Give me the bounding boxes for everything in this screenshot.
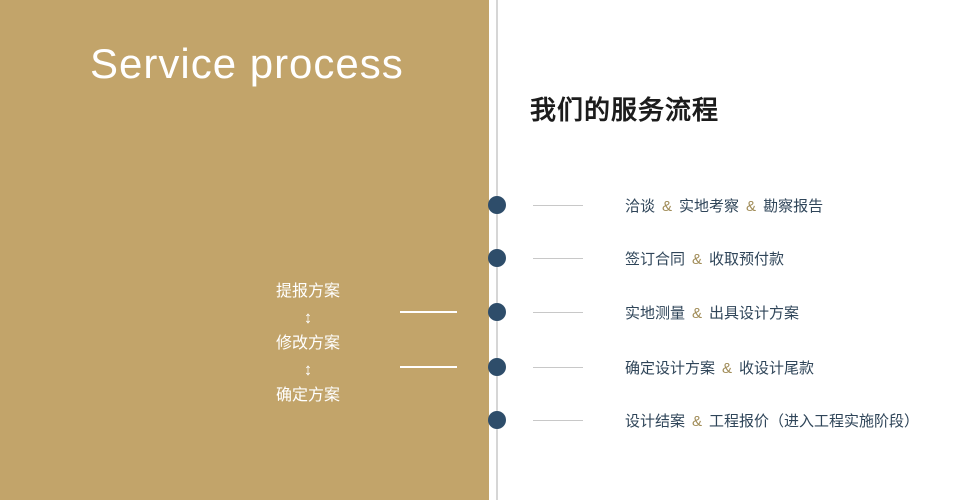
timeline-segment: 实地考察 [679,197,740,215]
timeline-segment: 勘察报告 [763,197,824,215]
timeline-dash [533,311,583,313]
timeline-label: 实地测量&出具设计方案 [625,302,799,323]
section-heading: 我们的服务流程 [530,95,720,125]
ampersand: & [722,359,733,377]
timeline-node [488,411,506,429]
timeline-label: 确定设计方案&收设计尾款 [625,357,814,378]
timeline-label: 签订合同&收取预付款 [625,248,784,269]
timeline-label: 洽谈&实地考察&勘察报告 [625,195,823,216]
timeline-segment: 确定设计方案 [625,359,716,377]
ampersand: & [662,197,673,215]
ampersand: & [692,304,703,322]
plan-step-label: 修改方案 [275,335,340,352]
connector-line [400,366,457,368]
timeline-segment: 设计结案 [625,412,686,430]
connector-line [400,311,457,313]
timeline-node [488,303,506,321]
timeline-item: 设计结案&工程报价（进入工程实施阶段） [533,410,919,430]
timeline-segment: 工程报价（进入工程实施阶段） [709,412,920,430]
ampersand: & [746,197,757,215]
service-process-title: Service process [90,40,404,87]
timeline-segment: 签订合同 [625,250,686,268]
timeline-segment: 收设计尾款 [739,359,815,377]
timeline-segment: 收取预付款 [709,250,785,268]
timeline-item: 确定设计方案&收设计尾款 [533,357,814,377]
ampersand: & [692,412,703,430]
timeline-dash [533,366,583,368]
timeline-label: 设计结案&工程报价（进入工程实施阶段） [625,410,919,431]
timeline-item: 签订合同&收取预付款 [533,248,784,268]
timeline-node [488,196,506,214]
timeline-node [488,249,506,267]
plan-step-label: 确定方案 [275,387,340,404]
ampersand: & [692,250,703,268]
timeline-item: 洽谈&实地考察&勘察报告 [533,195,823,215]
timeline-segment: 洽谈 [625,197,656,215]
updown-arrow-icon: ↕ [303,308,313,327]
timeline-segment: 出具设计方案 [709,304,800,322]
timeline-segment: 实地测量 [625,304,686,322]
plan-step-label: 提报方案 [275,283,340,300]
plan-steps-stack: 提报方案 ↕ 修改方案 ↕ 确定方案 [253,282,363,406]
timeline-dash [533,204,583,206]
left-panel: Service process 提报方案 ↕ 修改方案 ↕ 确定方案 [0,0,489,500]
updown-arrow-icon: ↕ [303,360,313,379]
timeline-dash [533,419,583,421]
timeline-dash [533,257,583,259]
timeline-node [488,358,506,376]
timeline-item: 实地测量&出具设计方案 [533,302,799,322]
